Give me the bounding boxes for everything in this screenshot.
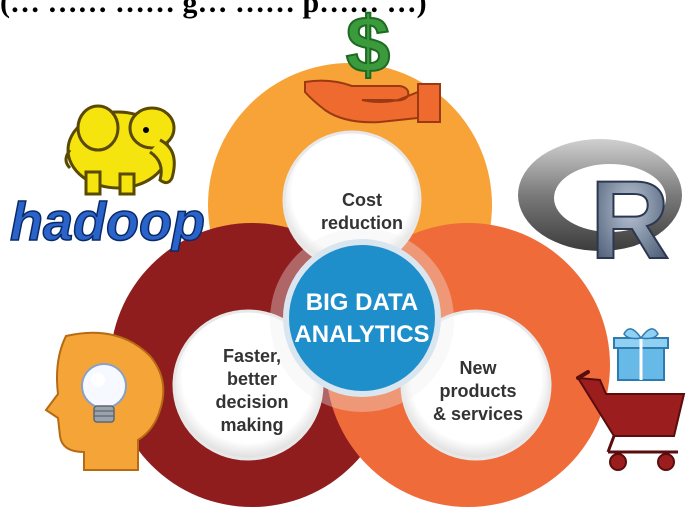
head-lightbulb-icon [44,331,165,471]
products-label-line1: New [459,358,497,378]
products-label-line3: & services [433,404,523,424]
decision-label-line1: Faster, [223,346,281,366]
decision-label-line4: making [220,415,283,435]
cost-label-line2: reduction [321,213,403,233]
center-label-line2: ANALYTICS [294,321,429,348]
center-circle [283,239,441,397]
center-label-line1: BIG DATA [306,289,418,316]
header-text: (… …… …… g… …… p…… …) [0,0,427,19]
cost-label-line1: Cost [342,190,382,210]
dollar-hand-icon: $ [304,0,441,124]
decision-label-line3: decision [215,392,288,412]
decision-label-line2: better [227,369,277,389]
products-label-line2: products [439,381,516,401]
svg-text:$: $ [346,0,391,89]
r-logo-icon: R [518,139,682,283]
hadoop-elephant-icon [64,104,176,196]
shopping-cart-gift-icon [576,328,686,471]
hadoop-logo-text: hadoop [10,192,205,252]
r-logo-text: R [590,159,669,282]
